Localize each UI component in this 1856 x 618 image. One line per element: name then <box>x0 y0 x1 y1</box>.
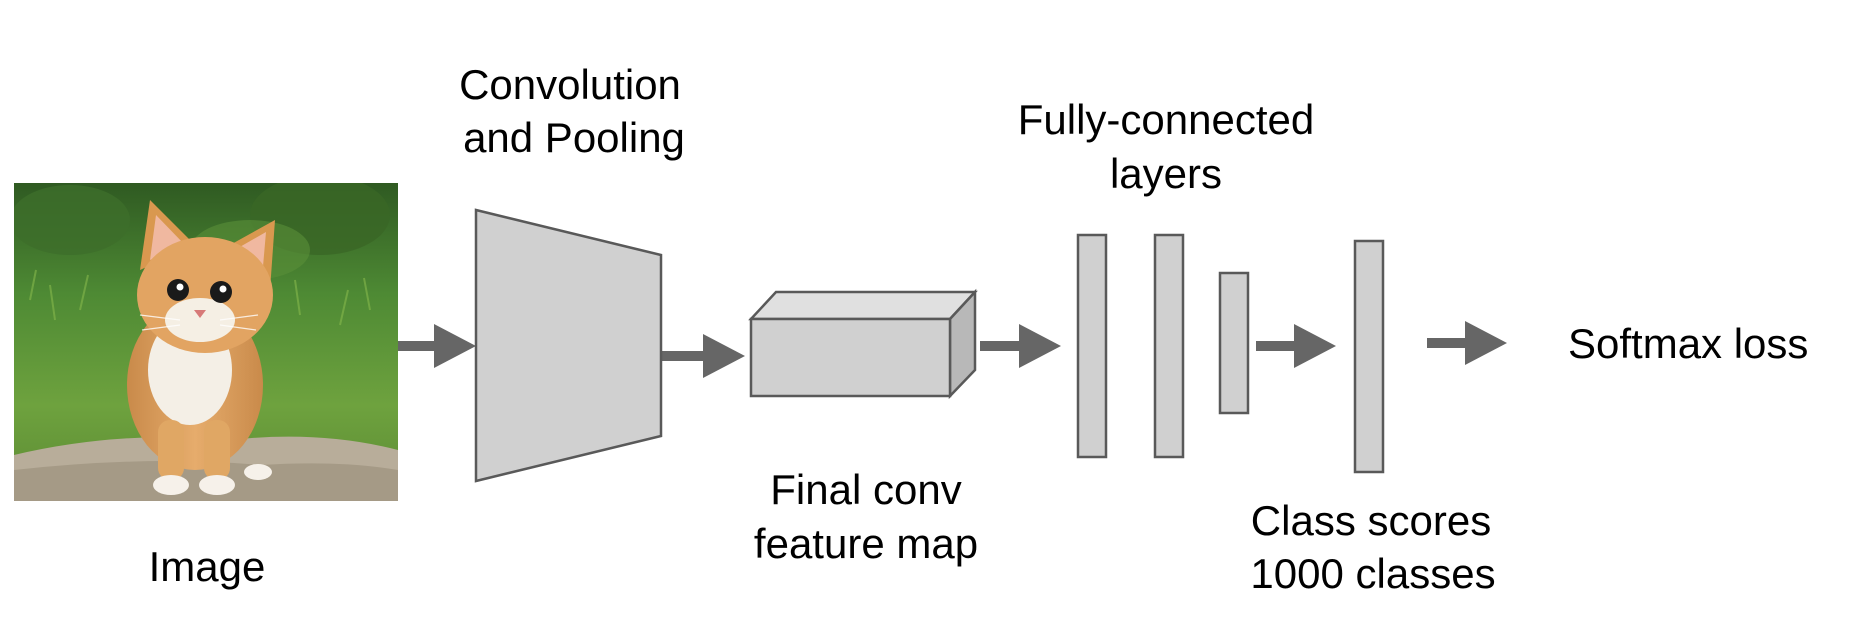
image-label: Image <box>149 543 266 590</box>
conv-pool-label-line2: and Pooling <box>463 114 685 161</box>
fc-label-line1: Fully-connected <box>1018 96 1314 143</box>
arrow-conv-to-feature-map <box>661 334 745 378</box>
feature-map-block <box>748 288 978 400</box>
kitten-image <box>14 183 398 501</box>
final-conv-label-line1: Final conv <box>770 466 961 513</box>
fc-layer-3 <box>1218 271 1250 415</box>
class-scores-label-line2: 1000 classes <box>1250 550 1495 597</box>
arrow-fc-to-class-scores <box>1256 324 1336 368</box>
class-scores-layer <box>1353 239 1385 474</box>
fc-label-line2: layers <box>1110 150 1222 197</box>
conv-pool-block <box>474 208 663 483</box>
arrow-class-scores-to-softmax <box>1427 321 1507 365</box>
fc-layer-2 <box>1153 233 1185 459</box>
softmax-loss-label: Softmax loss <box>1568 320 1808 367</box>
arrow-feature-map-to-fc <box>980 324 1061 368</box>
class-scores-label-line1: Class scores <box>1251 497 1491 544</box>
final-conv-label-line2: feature map <box>754 520 978 567</box>
arrow-image-to-conv <box>398 324 476 368</box>
conv-pool-label-line1: Convolution <box>459 61 681 108</box>
fc-layer-1 <box>1076 233 1108 459</box>
